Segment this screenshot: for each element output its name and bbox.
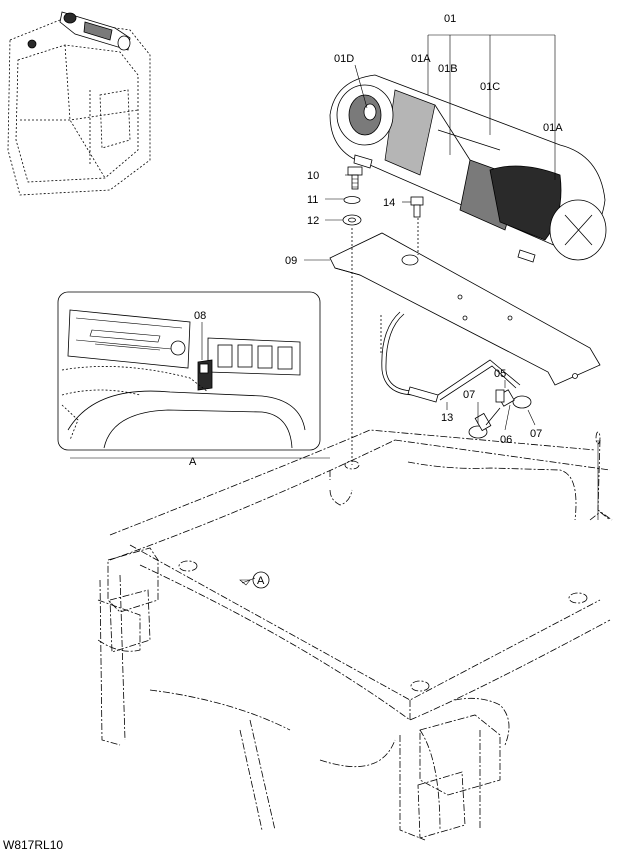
- drawing-code: W817RL10: [3, 838, 63, 852]
- label-11: 11: [307, 194, 318, 206]
- right-lamp-bracket-icon: [417, 714, 501, 839]
- screw-14-icon: [410, 196, 424, 218]
- label-10: 10: [307, 170, 319, 182]
- part-labels: 01 01A 01B 01C 01D 01A 10 11 12 14 09 08…: [3, 13, 563, 852]
- label-08: 08: [194, 310, 206, 322]
- cab-thumbnail: [7, 11, 151, 196]
- label-01a: 01A: [411, 53, 431, 65]
- radio-cassette-unit: [329, 74, 607, 263]
- spring-washer-11-icon: [343, 196, 361, 204]
- wiring-harness: [381, 311, 532, 439]
- leader-lines: [201, 34, 599, 586]
- label-06: 06: [500, 434, 512, 446]
- label-14: 14: [383, 197, 395, 209]
- label-07-right: 07: [530, 428, 542, 440]
- label-01: 01: [444, 13, 456, 25]
- radio-thumbnail-icon: [59, 11, 131, 51]
- rocker-switch-08-icon: [197, 359, 213, 391]
- label-view-a: A: [189, 456, 197, 468]
- label-05: 05: [494, 368, 506, 380]
- antenna-thumbnail-icon: [27, 39, 37, 49]
- detail-inset-switch: [57, 291, 321, 451]
- label-01b: 01B: [438, 63, 458, 75]
- label-view-a-ref: A: [257, 575, 265, 587]
- bolt-10-icon: [347, 166, 363, 190]
- label-01a-right: 01A: [543, 122, 563, 134]
- cab-frame: [97, 429, 613, 841]
- fuse-05-icon: [495, 389, 505, 403]
- label-09: 09: [285, 255, 297, 267]
- left-lamp-bracket-icon: [107, 547, 159, 653]
- bracket-plate: [329, 232, 601, 386]
- label-01c: 01C: [480, 81, 500, 93]
- label-12: 12: [307, 215, 319, 227]
- label-13: 13: [441, 412, 453, 424]
- label-07-left: 07: [463, 389, 475, 401]
- washer-12-icon: [342, 214, 362, 226]
- label-01d: 01D: [334, 53, 354, 65]
- view-a-callout: [252, 571, 270, 589]
